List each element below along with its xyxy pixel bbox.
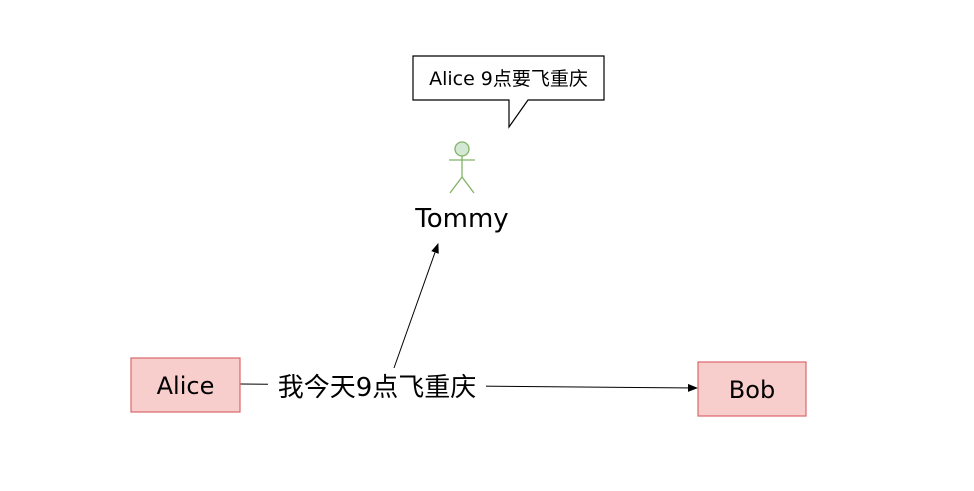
actor-label-tommy: Tommy	[414, 204, 508, 234]
person-icon	[449, 141, 475, 194]
actor-tommy[interactable]: Tommy	[414, 141, 509, 234]
edge-label: 我今天9点飞重庆	[278, 373, 477, 403]
callout-shape	[412, 55, 605, 129]
edge-alice-to-bob[interactable]: 我今天9点飞重庆	[239, 370, 698, 404]
node-bob[interactable]: Bob	[697, 361, 807, 417]
node-alice[interactable]: Alice	[130, 357, 241, 413]
node-bob-box	[697, 361, 807, 417]
node-alice-label: Alice	[157, 372, 215, 400]
callout-bubble[interactable]: Alice 9点要飞重庆	[412, 55, 605, 129]
node-alice-box	[130, 357, 241, 413]
edge-line-to-tommy	[393, 243, 439, 369]
edge-label-to-tommy[interactable]	[393, 243, 439, 369]
edge-label-background	[268, 370, 486, 404]
node-bob-label: Bob	[729, 376, 775, 404]
callout-text: Alice 9点要飞重庆	[429, 68, 588, 90]
